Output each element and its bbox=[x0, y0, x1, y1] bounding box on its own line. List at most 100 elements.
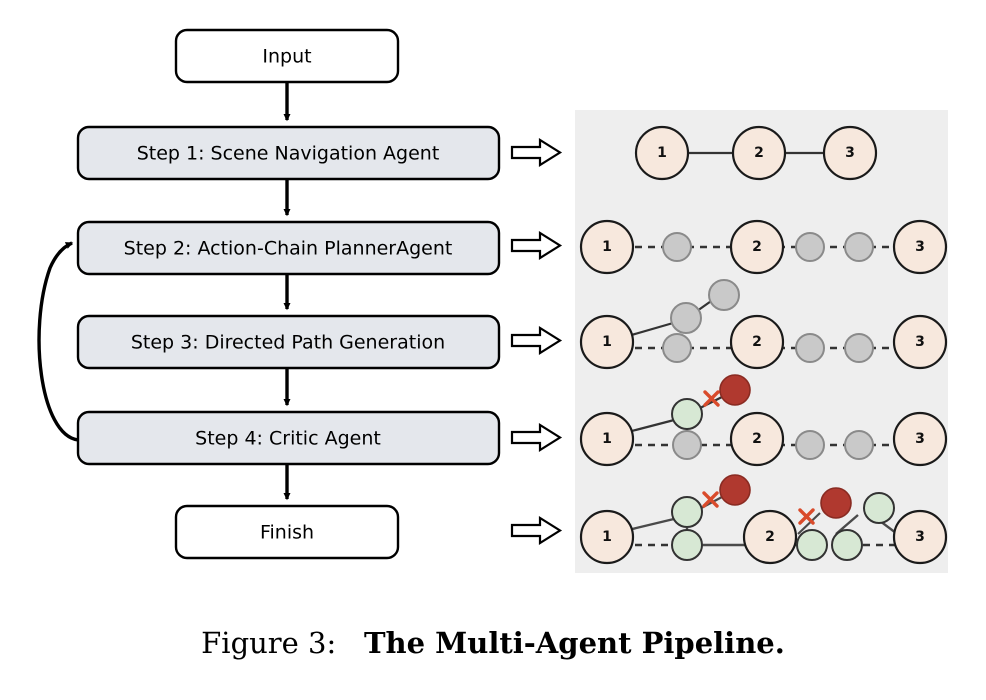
main-node-circle bbox=[579, 314, 635, 370]
flow-node-finish[interactable]: Finish bbox=[174, 504, 400, 560]
main-node-3-row1[interactable]: 3 bbox=[822, 125, 878, 181]
main-node-3-row5[interactable]: 3 bbox=[892, 509, 948, 565]
main-node-label: 2 bbox=[752, 334, 762, 350]
rejected-node-red[interactable] bbox=[820, 487, 852, 519]
main-node-1-row5[interactable]: 1 bbox=[579, 509, 635, 565]
main-node-circle bbox=[892, 509, 948, 565]
main-node-label: 2 bbox=[765, 529, 775, 545]
graph-row-3: 1 2 3 bbox=[579, 279, 948, 370]
finish-box-label: Finish bbox=[260, 522, 314, 544]
main-node-2-row3[interactable]: 2 bbox=[729, 314, 785, 370]
main-node-circle bbox=[892, 219, 948, 275]
main-node-label: 3 bbox=[915, 334, 925, 350]
graph-row-4: 1 2 3 bbox=[579, 374, 948, 467]
finish-box-shape bbox=[174, 504, 400, 560]
candidate-node-gray[interactable] bbox=[672, 430, 702, 460]
main-node-label: 1 bbox=[657, 145, 667, 161]
main-node-1-row1[interactable]: 1 bbox=[634, 125, 690, 181]
figure-caption: Figure 3: The Multi-Agent Pipeline. bbox=[0, 626, 986, 660]
main-node-circle bbox=[729, 411, 785, 467]
main-node-2-row2[interactable]: 2 bbox=[729, 219, 785, 275]
edge-rejected-r5-b bbox=[797, 512, 821, 535]
rejected-node-red[interactable] bbox=[719, 474, 751, 506]
double-arrow-right-icon-row2 bbox=[510, 231, 563, 260]
main-node-circle bbox=[579, 509, 635, 565]
candidate-node-gray[interactable] bbox=[844, 232, 874, 262]
main-node-circle bbox=[892, 411, 948, 467]
stage-arrow-group bbox=[510, 138, 563, 545]
main-node-1-row3[interactable]: 1 bbox=[579, 314, 635, 370]
candidate-node-gray[interactable] bbox=[795, 430, 825, 460]
main-node-circle bbox=[822, 125, 878, 181]
candidate-node-gray[interactable] bbox=[844, 430, 874, 460]
connector-feedback-step4-step2 bbox=[37, 241, 79, 442]
graph-row-2: 1 2 3 bbox=[579, 219, 948, 275]
main-node-label: 1 bbox=[602, 431, 612, 447]
candidate-node-gray[interactable] bbox=[708, 279, 740, 311]
accepted-node-green[interactable] bbox=[671, 496, 703, 528]
main-node-circle bbox=[579, 411, 635, 467]
candidate-node-gray[interactable] bbox=[670, 302, 702, 334]
main-node-circle bbox=[892, 314, 948, 370]
figure-caption-title: The Multi-Agent Pipeline. bbox=[363, 626, 785, 660]
rejection-x-icon-r4 bbox=[703, 390, 720, 407]
flow-node-input[interactable]: Input bbox=[174, 28, 400, 84]
accepted-node-green[interactable] bbox=[671, 398, 703, 430]
edge-solid-r5-up bbox=[627, 516, 679, 532]
double-arrow-right-icon-row1 bbox=[510, 138, 563, 167]
main-node-label: 2 bbox=[752, 431, 762, 447]
main-node-label: 1 bbox=[602, 334, 612, 350]
graph-row-5: 1 2 3 bbox=[579, 474, 948, 565]
step1-box-label: Step 1: Scene Navigation Agent bbox=[137, 143, 440, 165]
main-node-2-row1[interactable]: 2 bbox=[731, 125, 787, 181]
step4-box-label: Step 4: Critic Agent bbox=[195, 428, 381, 450]
main-node-label: 3 bbox=[915, 239, 925, 255]
main-node-2-row5[interactable]: 2 bbox=[742, 509, 798, 565]
rejection-x-icon-r5-b bbox=[798, 508, 815, 525]
rejected-node-red[interactable] bbox=[719, 374, 751, 406]
main-node-circle bbox=[742, 509, 798, 565]
double-arrow-right-icon-row4 bbox=[510, 423, 563, 452]
accepted-node-green[interactable] bbox=[863, 492, 895, 524]
flow-node-step2[interactable]: Step 2: Action-Chain PlannerAgent bbox=[76, 220, 501, 276]
main-node-label: 2 bbox=[754, 145, 764, 161]
step3-box-label: Step 3: Directed Path Generation bbox=[131, 332, 445, 354]
flow-connectors bbox=[37, 82, 291, 501]
main-node-label: 3 bbox=[915, 529, 925, 545]
candidate-node-gray[interactable] bbox=[795, 232, 825, 262]
graph-row-1: 1 2 3 bbox=[634, 125, 878, 181]
main-node-2-row4[interactable]: 2 bbox=[729, 411, 785, 467]
main-node-circle bbox=[729, 219, 785, 275]
main-node-3-row4[interactable]: 3 bbox=[892, 411, 948, 467]
accepted-node-green[interactable] bbox=[671, 529, 703, 561]
candidate-node-gray[interactable] bbox=[662, 232, 692, 262]
rejection-x-icon-r5-a bbox=[702, 491, 719, 508]
accepted-node-green[interactable] bbox=[796, 529, 828, 561]
main-node-1-row2[interactable]: 1 bbox=[579, 219, 635, 275]
main-node-label: 3 bbox=[845, 145, 855, 161]
main-node-label: 2 bbox=[752, 239, 762, 255]
flow-node-step1[interactable]: Step 1: Scene Navigation Agent bbox=[76, 125, 501, 181]
flow-node-step3[interactable]: Step 3: Directed Path Generation bbox=[76, 314, 501, 370]
main-node-3-row3[interactable]: 3 bbox=[892, 314, 948, 370]
main-node-circle bbox=[579, 219, 635, 275]
candidate-node-gray[interactable] bbox=[662, 333, 692, 363]
main-node-circle bbox=[731, 125, 787, 181]
candidate-node-gray[interactable] bbox=[795, 333, 825, 363]
double-arrow-right-icon-row3 bbox=[510, 326, 563, 355]
accepted-node-green[interactable] bbox=[831, 529, 863, 561]
edge-solid-r4-accept bbox=[627, 417, 679, 434]
main-node-3-row2[interactable]: 3 bbox=[892, 219, 948, 275]
flow-node-step4[interactable]: Step 4: Critic Agent bbox=[76, 410, 501, 466]
input-box-label: Input bbox=[262, 46, 311, 68]
candidate-node-gray[interactable] bbox=[844, 333, 874, 363]
main-node-circle bbox=[634, 125, 690, 181]
main-node-label: 1 bbox=[602, 529, 612, 545]
main-node-1-row4[interactable]: 1 bbox=[579, 411, 635, 467]
main-node-circle bbox=[729, 314, 785, 370]
step2-box-label: Step 2: Action-Chain PlannerAgent bbox=[124, 238, 453, 260]
main-node-label: 1 bbox=[602, 239, 612, 255]
figure-caption-label: Figure 3: bbox=[201, 626, 337, 660]
